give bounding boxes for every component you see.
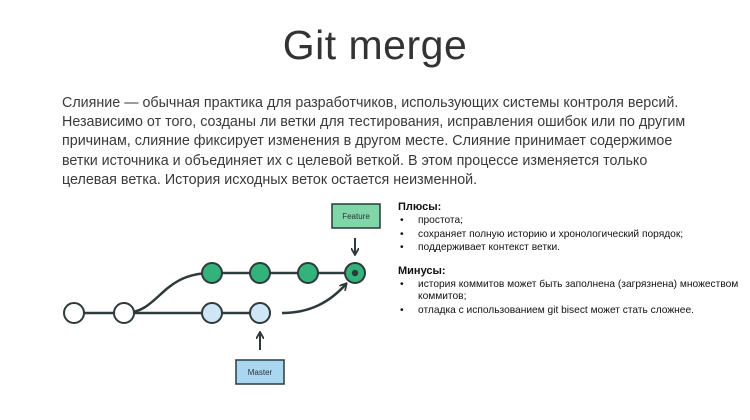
pros-item-text: поддерживает контекст ветки. xyxy=(418,242,560,254)
bullet-icon: • xyxy=(400,215,404,227)
feature-commit-node xyxy=(249,262,271,284)
base-commit-node xyxy=(63,302,85,324)
slide-title: Git merge xyxy=(282,22,468,68)
list-item: • простота; xyxy=(398,215,743,227)
master-label-box xyxy=(235,359,285,385)
list-item: • поддерживает контекст ветки. xyxy=(398,242,743,254)
feature-commit-node xyxy=(201,262,223,284)
bullet-icon: • xyxy=(400,304,404,316)
pros-cons-panel: Плюсы: • простота; • сохраняет полную исто… xyxy=(398,201,743,327)
feature-commit-node xyxy=(297,262,319,284)
cons-item-text: отладка с использованием git bisect може… xyxy=(418,304,694,316)
cons-item-text: история коммитов может быть заполнена (з… xyxy=(418,279,739,303)
intro-text: Слияние — обычная практика для разработч… xyxy=(62,95,686,188)
cons-heading: Минусы: xyxy=(398,264,446,277)
list-item: • отладка с использованием git bisect мож… xyxy=(398,305,743,317)
list-item: • история коммитов может быть заполнена (… xyxy=(398,279,743,304)
pros-item-text: простота; xyxy=(418,215,463,227)
pros-list: • простота; • сохраняет полную историю и х… xyxy=(398,215,743,254)
bullet-icon: • xyxy=(400,228,404,240)
list-item: • сохраняет полную историю и хронологичес… xyxy=(398,229,743,241)
feature-label: Feature xyxy=(342,212,370,221)
pros-item-text: сохраняет полную историю и хронологическ… xyxy=(418,228,684,240)
master-commit-node xyxy=(249,302,271,324)
intro-paragraph: Слияние — обычная практика для разработч… xyxy=(62,94,702,190)
feature-branch-curve xyxy=(123,271,355,315)
bullet-icon: • xyxy=(400,279,404,291)
bullet-icon: • xyxy=(400,242,404,254)
feature-label-box xyxy=(331,203,381,229)
merge-arrow xyxy=(281,284,346,315)
master-commit-node xyxy=(201,302,223,324)
merge-commit-dot xyxy=(351,269,359,277)
pros-heading: Плюсы: xyxy=(398,201,442,213)
base-commit-node xyxy=(113,302,135,324)
master-label: Master xyxy=(248,368,273,377)
cons-list: • история коммитов может быть заполнена (… xyxy=(398,279,743,317)
